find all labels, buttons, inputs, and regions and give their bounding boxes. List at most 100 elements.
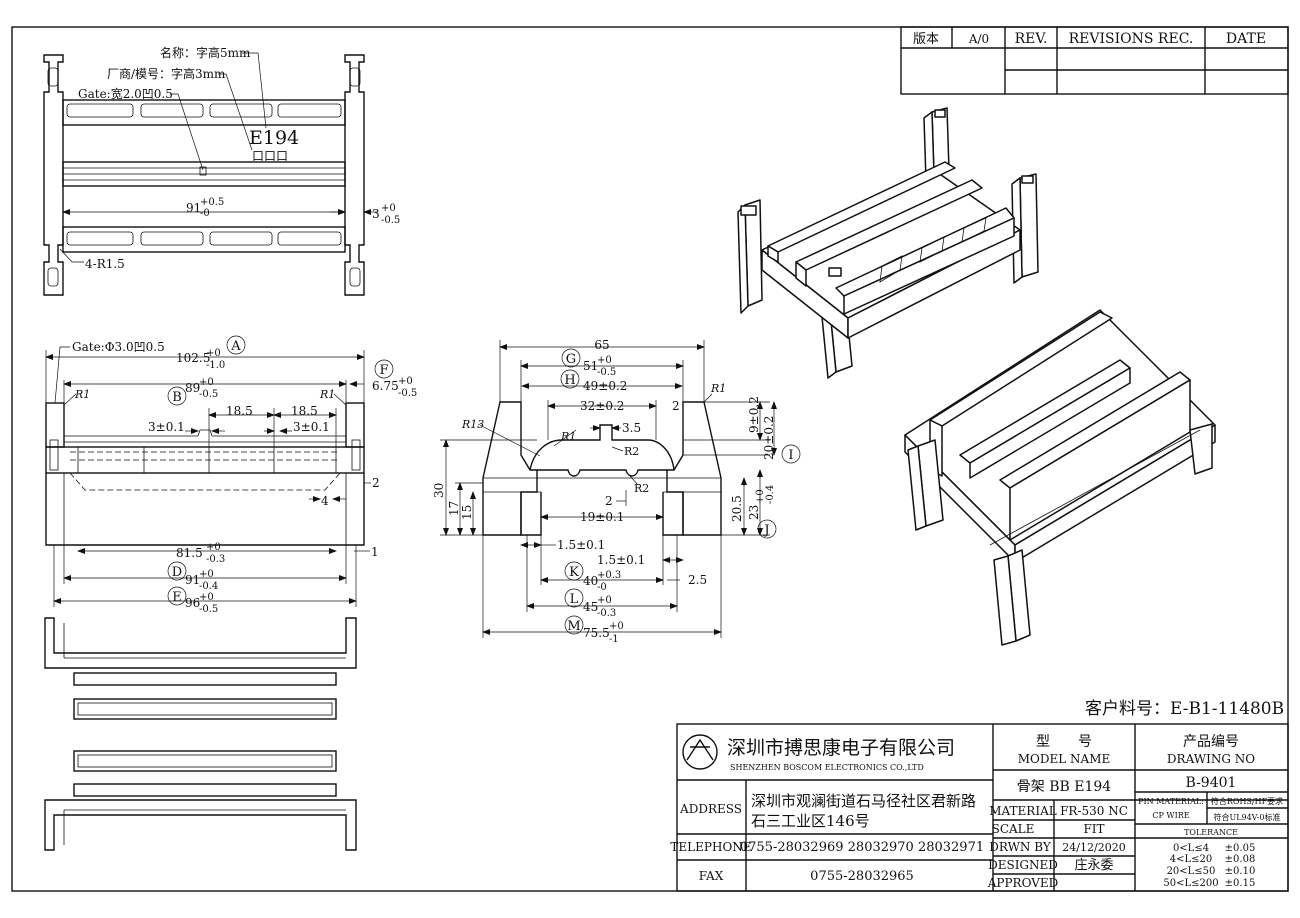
isometric-bottom-view — [904, 309, 1216, 646]
title-block: 深圳市搏思康电子有限公司 SHENZHEN BOSCOM ELECTRONICS… — [670, 723, 1289, 892]
bottom-view — [44, 617, 357, 851]
scale-label: SCALE — [992, 822, 1035, 836]
dim-e-up: +0 — [199, 592, 214, 603]
model-label-en: MODEL NAME — [1018, 752, 1111, 766]
r1-front-left: R1 — [74, 388, 90, 401]
r1-front-right: R1 — [319, 388, 335, 401]
drawn-date: 24/12/2020 — [1062, 841, 1125, 854]
dim-k: 40 — [583, 574, 598, 588]
r2-b: R2 — [634, 482, 649, 495]
dim-d-up: +0 — [199, 569, 214, 580]
tol-value-1: ±0.05 — [1225, 843, 1256, 854]
dim-f: 6.75 — [372, 379, 399, 393]
dim-4-r15: 4-R1.5 — [85, 257, 125, 271]
dim-20: 20±0.2 — [762, 416, 776, 460]
dim-3-b: 3±0.1 — [293, 420, 330, 434]
bubble-e: E — [172, 590, 182, 605]
dim-1-5-a: 1.5±0.1 — [557, 538, 605, 552]
tolerance-label: TOLERANCE — [1184, 828, 1238, 837]
dim-2-front: 2 — [372, 476, 380, 490]
customer-part-no: 客户料号：E-B1-11480B — [1085, 699, 1284, 719]
note-name-height: 名称：字高5mm — [160, 45, 251, 60]
bubble-g: G — [566, 352, 576, 367]
address-line2: 石三工业区146号 — [751, 812, 870, 830]
dim-d: 91 — [185, 573, 200, 587]
dim-l-up: +0 — [597, 595, 612, 606]
dim-f-up: +0 — [398, 376, 413, 387]
dim-18-5-b: 18.5 — [291, 404, 318, 418]
bubble-h: H — [564, 373, 575, 388]
bubble-j: J — [762, 523, 769, 538]
dim-a-dn: -1.0 — [206, 360, 225, 371]
note-gate-top: Gate:宽2.0凹0.5 — [78, 86, 173, 101]
dim-h: 49±0.2 — [583, 379, 627, 393]
dim-m-dn: -1 — [609, 634, 619, 645]
side-view: 65 51 +0 -0.5 G 49±0.2 H 32±0.2 2 R1 R13… — [432, 338, 801, 645]
dim-b-dn: -0.5 — [199, 389, 218, 400]
dim-2-side-b: 2 — [605, 494, 613, 508]
tol-range-3: 20<L≤50 — [1167, 866, 1216, 877]
revisions-label: REVISIONS REC. — [1069, 31, 1194, 47]
tol-range-1: 0<L≤4 — [1173, 843, 1209, 854]
company-name-cn: 深圳市搏思康电子有限公司 — [727, 737, 955, 759]
company-name-en: SHENZHEN BOSCOM ELECTRONICS CO.,LTD — [730, 763, 924, 772]
dim-b: 89 — [185, 381, 200, 395]
company-logo — [682, 734, 718, 770]
bubble-b: B — [172, 390, 182, 405]
drawing-label-en: DRAWING NO — [1167, 752, 1255, 766]
dim-k-dn: -0 — [597, 582, 607, 593]
dim-k-up: +0.3 — [597, 570, 621, 581]
bubble-m: M — [567, 619, 580, 634]
dim-1-5-b: 1.5±0.1 — [597, 553, 645, 567]
designer-name: 庄永委 — [1074, 857, 1113, 873]
dim-3-5: 3.5 — [622, 421, 641, 435]
tol-value-4: ±0.15 — [1225, 878, 1256, 889]
dim-20-5: 20.5 — [730, 495, 744, 522]
dim-g: 51 — [583, 359, 598, 373]
material-value: FR-530 NC — [1060, 804, 1128, 818]
tol-range-2: 4<L≤20 — [1170, 854, 1213, 865]
rohs-note: 符合ROHS/HF要求 — [1211, 796, 1283, 806]
dim-23-up: +0 — [755, 489, 766, 504]
version-value: A/0 — [968, 32, 989, 46]
dim-a: 102.5 — [176, 351, 210, 365]
dim-4-front: 4 — [321, 494, 329, 508]
r13: R13 — [461, 418, 484, 431]
dim-91: 91 — [186, 201, 201, 215]
tol-value-3: ±0.10 — [1225, 866, 1256, 877]
r1-side-a: R1 — [710, 382, 726, 395]
rev-label: REV. — [1015, 31, 1048, 47]
approved-label: APPROVED — [987, 876, 1059, 890]
r2-a: R2 — [624, 445, 639, 458]
dim-m: 75.5 — [583, 626, 610, 640]
model-label-cn: 型 号 — [1036, 734, 1092, 750]
ul-note: 符合UL94V-0标准 — [1213, 812, 1280, 822]
dim-f-dn: -0.5 — [398, 388, 417, 399]
bubble-d: D — [172, 565, 182, 580]
sheet-border — [11, 26, 1289, 892]
dim-30: 30 — [432, 483, 446, 498]
fax-value: 0755-28032965 — [810, 869, 914, 884]
dim-23: 23 — [747, 505, 761, 520]
dim-d-dn: -0.4 — [199, 581, 218, 592]
dim-g-dn: -0.5 — [597, 367, 616, 378]
dim-e: 96 — [185, 596, 200, 610]
dim-a-up: +0 — [206, 348, 221, 359]
revision-table: 版本 A/0 REV. REVISIONS REC. DATE — [900, 26, 1289, 95]
telephone-label: TELEPHONE — [670, 840, 751, 854]
dim-g-up: +0 — [597, 355, 612, 366]
front-view: Gate:Φ3.0凹0.5 102.5 +0 -1.0 A 89 +0 -0.5… — [45, 335, 417, 615]
pin-material-label: PIN MATERIAL: — [1138, 797, 1204, 806]
address-line1: 深圳市观澜街道石马径社区君新路 — [751, 792, 976, 810]
tol-value-2: ±0.08 — [1225, 854, 1256, 865]
r1-side-b: R1 — [560, 430, 576, 443]
note-gate-front: Gate:Φ3.0凹0.5 — [72, 340, 165, 354]
dim-c-up: +0 — [206, 542, 221, 553]
marking-text: E194 — [249, 127, 299, 149]
bubble-k: K — [569, 565, 579, 580]
dim-2-side-a: 2 — [672, 399, 680, 413]
drawn-by-label: DRWN BY — [989, 840, 1052, 854]
bubble-l: L — [570, 592, 579, 607]
dim-m-up: +0 — [609, 621, 624, 632]
note-vendor-height: 厂商/模号：字高3mm — [107, 66, 226, 81]
